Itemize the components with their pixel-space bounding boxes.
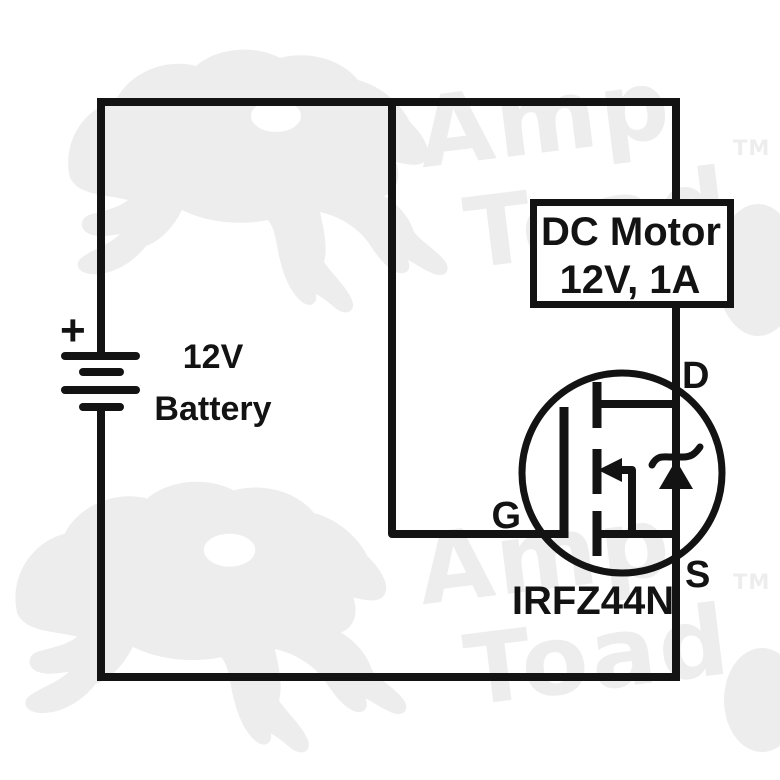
body-diode-cathode-bar bbox=[648, 443, 704, 469]
battery-plus-label: + bbox=[60, 306, 86, 355]
mosfet-circle bbox=[518, 369, 726, 577]
drain-label: D bbox=[682, 355, 709, 397]
gate-branch-wire bbox=[388, 102, 564, 538]
mosfet-part-label: IRFZ44N bbox=[512, 579, 674, 623]
dc-motor: DC Motor 12V, 1A bbox=[530, 199, 734, 308]
amptoad-watermark: Amp Toad TM Amp Toad TM bbox=[15, 47, 780, 753]
mosfet-symbol bbox=[518, 369, 726, 577]
circuit-wires bbox=[97, 98, 680, 681]
mosfet-body-arrow bbox=[598, 458, 622, 482]
battery-name-label: Battery bbox=[154, 390, 271, 428]
body-diode bbox=[648, 443, 704, 489]
gate-label: G bbox=[491, 495, 521, 537]
dc-motor-box bbox=[530, 199, 734, 308]
watermark-tm: TM bbox=[733, 570, 770, 594]
watermark-tm: TM bbox=[733, 136, 770, 160]
battery-symbol bbox=[61, 352, 140, 411]
battery-voltage-label: 12V bbox=[183, 338, 244, 376]
dc-motor-label-line2: 12V, 1A bbox=[560, 258, 701, 302]
toad-silhouette-watermark bbox=[15, 481, 407, 753]
toad-silhouette-partial bbox=[724, 648, 780, 752]
body-diode-anode-triangle bbox=[659, 460, 693, 489]
source-label: S bbox=[685, 554, 710, 596]
dc-motor-label-line1: DC Motor bbox=[541, 210, 721, 254]
